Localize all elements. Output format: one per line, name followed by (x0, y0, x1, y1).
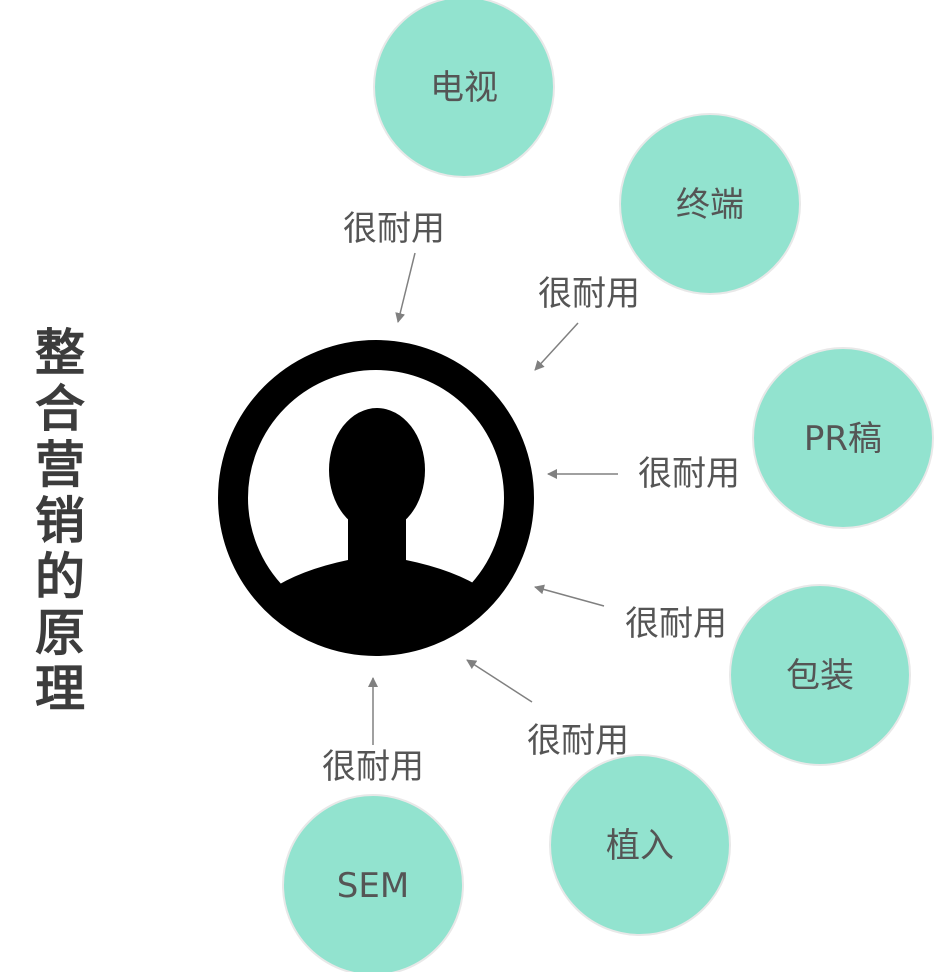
channel-bubble (729, 584, 911, 766)
channel-bubble (752, 347, 934, 529)
person-avatar-icon (218, 340, 534, 656)
channel-name: SEM (337, 866, 409, 906)
channel-bubble (282, 794, 464, 972)
diagram-title: 整合营销的原理 (35, 324, 85, 718)
arrow (534, 584, 605, 607)
channel-name: PR稿 (804, 419, 882, 459)
channel-name: 电视 (430, 68, 498, 108)
channel-name: 包装 (786, 656, 854, 696)
channel-bubble (549, 754, 731, 936)
channel-bubble (619, 113, 801, 295)
arrow (395, 252, 416, 323)
arrow (466, 659, 533, 703)
channel-label: 很耐用 (538, 274, 640, 314)
channel-label: 很耐用 (638, 454, 740, 494)
channel-label: 很耐用 (527, 721, 629, 761)
arrow (534, 322, 579, 371)
channel-bubble (373, 0, 555, 178)
channel-label: 很耐用 (343, 209, 445, 249)
channel-name: 植入 (606, 826, 674, 866)
channel-label: 很耐用 (322, 747, 424, 787)
channel-label: 很耐用 (625, 604, 727, 644)
channel-name: 终端 (676, 185, 744, 225)
